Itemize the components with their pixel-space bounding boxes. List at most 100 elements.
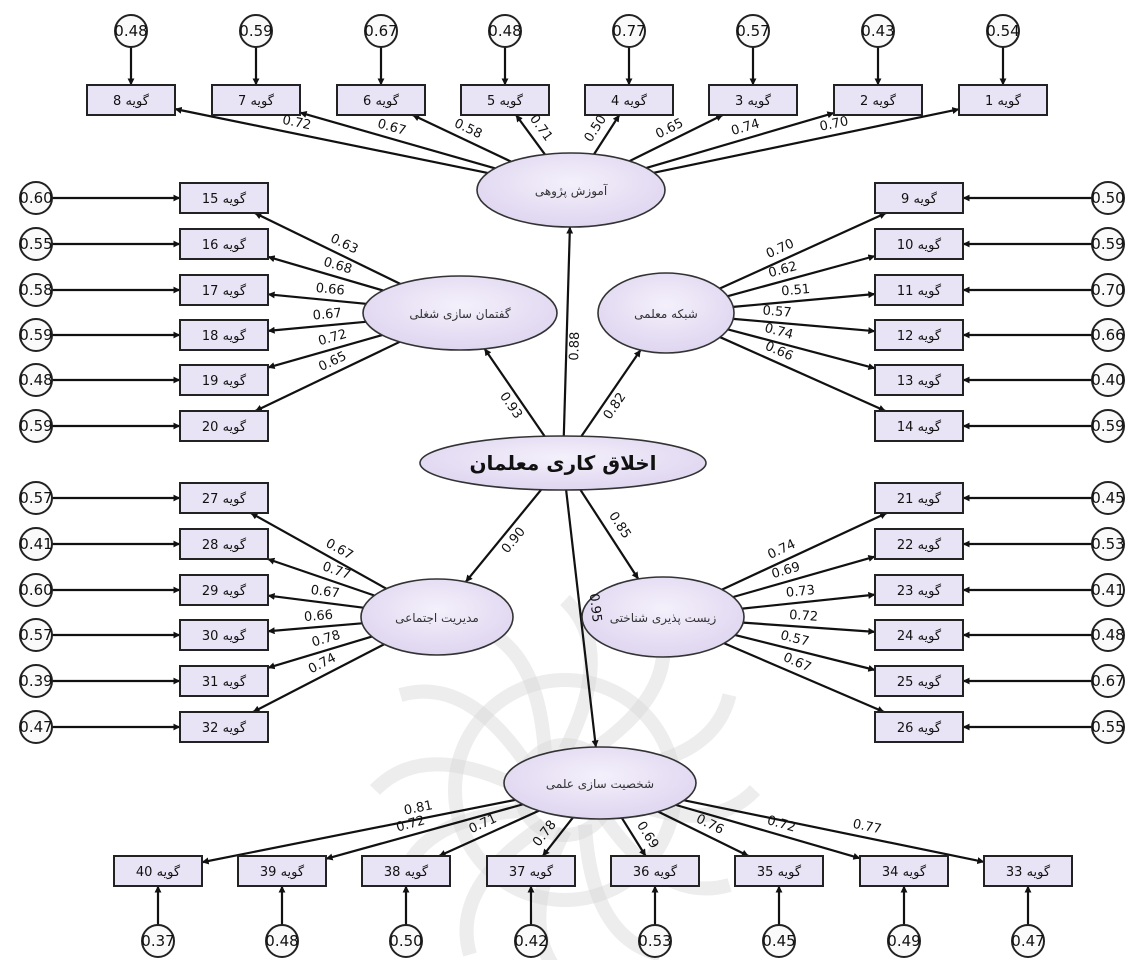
error-item-گویه-27	[19, 481, 53, 515]
error-item-گویه-25-label: 0.67	[1091, 672, 1124, 690]
error-item-گویه-24	[1091, 618, 1125, 652]
item-گویه-13-label: گویه 13	[897, 373, 942, 389]
latent-F1-label: آموزش پژوهی	[535, 183, 608, 199]
item-گویه-33	[983, 855, 1073, 887]
path-arrow-F1	[562, 226, 574, 437]
error-item-گویه-3	[736, 14, 770, 48]
error-item-گویه-22-label: 0.53	[1091, 535, 1124, 553]
loading-arrow-item-گویه-7	[299, 111, 496, 170]
item-گویه-19	[179, 364, 269, 396]
error-item-گویه-18-label: 0.59	[19, 326, 52, 344]
error-item-گویه-7	[239, 14, 273, 48]
error-item-گویه-10	[1091, 227, 1125, 261]
error-item-گویه-9-label: 0.50	[1091, 189, 1124, 207]
item-گویه-37-label: گویه 37	[509, 864, 554, 880]
loading-arrow-item-گویه-28	[267, 557, 375, 597]
item-گویه-4-label: گویه 4	[611, 93, 648, 109]
error-item-گویه-34-label: 0.49	[887, 932, 920, 950]
path-arrow-F2	[580, 349, 642, 437]
loading-arrow-item-گویه-25	[735, 633, 876, 672]
loading-item-گویه-21: 0.74	[765, 537, 798, 563]
error-item-گویه-32-label: 0.47	[19, 718, 52, 736]
error-item-گویه-6	[364, 14, 398, 48]
error-item-گویه-13-label: 0.40	[1091, 371, 1124, 389]
loading-arrow-item-گویه-20	[254, 340, 401, 412]
loading-item-گویه-40: 0.81	[403, 798, 434, 818]
error-item-گویه-20	[19, 409, 53, 443]
error-item-گویه-29	[19, 573, 53, 607]
error-item-گویه-22	[1091, 527, 1125, 561]
item-گویه-34	[859, 855, 949, 887]
item-گویه-36-label: گویه 36	[633, 864, 678, 880]
item-گویه-21-label: گویه 21	[897, 491, 942, 507]
item-گویه-3	[708, 84, 798, 116]
loading-arrow-item-گویه-13	[727, 328, 876, 371]
item-گویه-24-label: گویه 24	[897, 628, 942, 644]
latent-F1	[476, 152, 666, 228]
loading-arrow-item-گویه-15	[254, 212, 401, 285]
error-item-گویه-23	[1091, 573, 1125, 607]
path-arrow-F5	[464, 488, 543, 583]
item-گویه-25	[874, 665, 964, 697]
item-گویه-18-label: گویه 18	[202, 328, 247, 344]
loading-item-گویه-5: 0.71	[526, 112, 555, 144]
item-گویه-28-label: گویه 28	[202, 537, 247, 553]
item-گویه-4	[584, 84, 674, 116]
item-گویه-11-label: گویه 11	[897, 283, 942, 299]
loading-arrow-item-گویه-26	[723, 642, 885, 714]
loading-item-گویه-10: 0.62	[767, 259, 799, 281]
item-گویه-40-label: گویه 40	[136, 864, 181, 880]
path-arrow-F4	[579, 489, 640, 580]
item-گویه-31-label: گویه 31	[202, 674, 247, 690]
factor-loading-F3: 0.93	[496, 390, 525, 422]
loading-arrow-item-گویه-11	[733, 291, 876, 308]
error-item-گویه-1-label: 0.54	[986, 22, 1019, 40]
item-گویه-38-label: گویه 38	[384, 864, 429, 880]
error-item-گویه-33-label: 0.47	[1011, 932, 1044, 950]
loading-arrow-item-گویه-24	[743, 621, 876, 635]
item-گویه-34-label: گویه 34	[882, 864, 927, 880]
loading-arrow-item-گویه-14	[719, 336, 886, 413]
item-گویه-35	[734, 855, 824, 887]
error-item-گویه-3-label: 0.57	[736, 22, 769, 40]
item-گویه-8-label: گویه 8	[113, 93, 150, 109]
item-گویه-20	[179, 410, 269, 442]
loading-arrow-item-گویه-36	[620, 817, 647, 857]
loading-arrow-item-گویه-8	[174, 106, 488, 175]
error-item-گویه-31-label: 0.39	[19, 672, 52, 690]
loading-arrow-item-گویه-21	[721, 512, 888, 591]
loading-item-گویه-8: 0.72	[281, 113, 312, 133]
error-item-گویه-28-label: 0.41	[19, 535, 52, 553]
loading-arrow-item-گویه-19	[267, 334, 383, 370]
error-item-گویه-12-label: 0.66	[1091, 326, 1124, 344]
error-item-گویه-21	[1091, 481, 1125, 515]
central-construct-label: اخلاق کاری معلمان	[469, 451, 656, 475]
item-گویه-40	[113, 855, 203, 887]
item-گویه-10-label: گویه 10	[897, 237, 942, 253]
loading-item-گویه-18: 0.67	[312, 306, 342, 324]
item-گویه-12	[874, 319, 964, 351]
error-item-گویه-2-label: 0.43	[861, 22, 894, 40]
error-item-گویه-16-label: 0.55	[19, 235, 52, 253]
loading-arrow-item-گویه-4	[593, 114, 621, 155]
item-گویه-3-label: گویه 3	[735, 93, 772, 109]
error-item-گویه-1	[986, 14, 1020, 48]
error-item-گویه-19-label: 0.48	[19, 371, 52, 389]
error-item-گویه-25	[1091, 664, 1125, 698]
error-item-گویه-6-label: 0.67	[364, 22, 397, 40]
loading-arrow-item-گویه-6	[412, 114, 512, 163]
item-گویه-9	[874, 182, 964, 214]
item-گویه-39-label: گویه 39	[260, 864, 305, 880]
error-item-گویه-30	[19, 618, 53, 652]
latent-F3	[362, 275, 558, 351]
latent-F6-label: شخصیت سازی علمی	[546, 777, 654, 792]
item-گویه-16	[179, 228, 269, 260]
error-item-گویه-7-label: 0.59	[239, 22, 272, 40]
error-item-گویه-18	[19, 318, 53, 352]
factor-loading-F1: 0.88	[567, 332, 583, 361]
loading-arrow-item-گویه-39	[325, 803, 524, 861]
item-گویه-9-label: گویه 9	[901, 191, 938, 207]
item-گویه-39	[237, 855, 327, 887]
